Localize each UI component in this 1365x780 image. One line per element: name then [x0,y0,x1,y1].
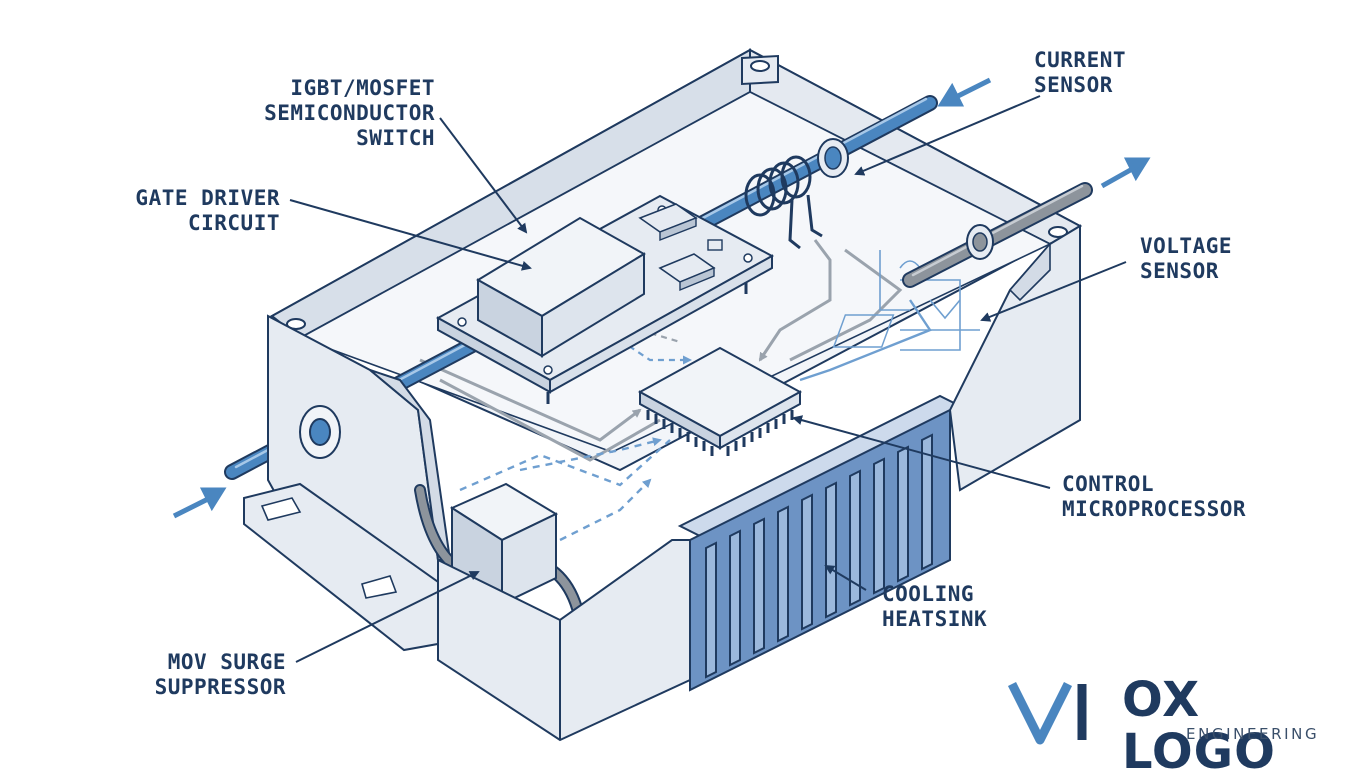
label-current-line-2: SENSOR [1034,73,1113,97]
label-control-microprocessor: CONTROL MICROPROCESSOR [1062,472,1246,522]
label-voltage-line-1: VOLTAGE [1140,234,1233,258]
current-sensor-coil [744,138,849,250]
label-gate-line-2: CIRCUIT [187,211,280,235]
label-igbt-line-1: IGBT/MOSFET [290,76,435,100]
corner-post-right [1048,226,1068,238]
label-cooling-heatsink: COOLING HEATSINK [882,582,987,632]
label-voltage-line-2: SENSOR [1140,259,1219,283]
label-control-line-2: MICROPROCESSOR [1062,497,1247,521]
label-igbt-switch: IGBT/MOSFET SEMICONDUCTOR SWITCH [264,76,435,151]
output-conductor [902,182,1093,288]
leader-lines [289,95,1127,663]
enclosure-right-wall [948,224,1081,492]
label-current-sensor: CURRENT SENSOR [1034,48,1126,98]
logo-tagline: ENGINEERING [1186,725,1320,743]
label-control-line-1: CONTROL [1062,472,1155,496]
label-mov-surge: MOV SURGE SUPPRESSOR [155,650,286,700]
brand-logo: OX LOGO ENGINEERING [1004,662,1344,778]
label-gate-driver: GATE DRIVER CIRCUIT [135,186,280,236]
label-mov-line-1: MOV SURGE [167,650,286,674]
label-gate-line-1: GATE DRIVER [135,186,280,210]
corner-post-left [286,318,306,330]
igbt-switch-block [476,216,646,358]
label-voltage-sensor: VOLTAGE SENSOR [1140,234,1232,284]
brand-mark-icon [1007,681,1087,745]
current-flow-arrows [172,77,1151,519]
control-microprocessor-chip [637,346,803,456]
corner-post-back [741,54,779,86]
voltage-sensor-schematic [832,250,980,351]
label-current-line-1: CURRENT [1034,48,1127,72]
label-mov-line-2: SUPPRESSOR [154,675,286,699]
label-heatsink-line-2: HEATSINK [882,607,988,631]
cooling-heatsink [677,394,963,692]
label-igbt-line-2: SEMICONDUCTOR [264,101,435,125]
label-heatsink-line-1: COOLING [882,582,975,606]
label-igbt-line-3: SWITCH [356,126,435,150]
